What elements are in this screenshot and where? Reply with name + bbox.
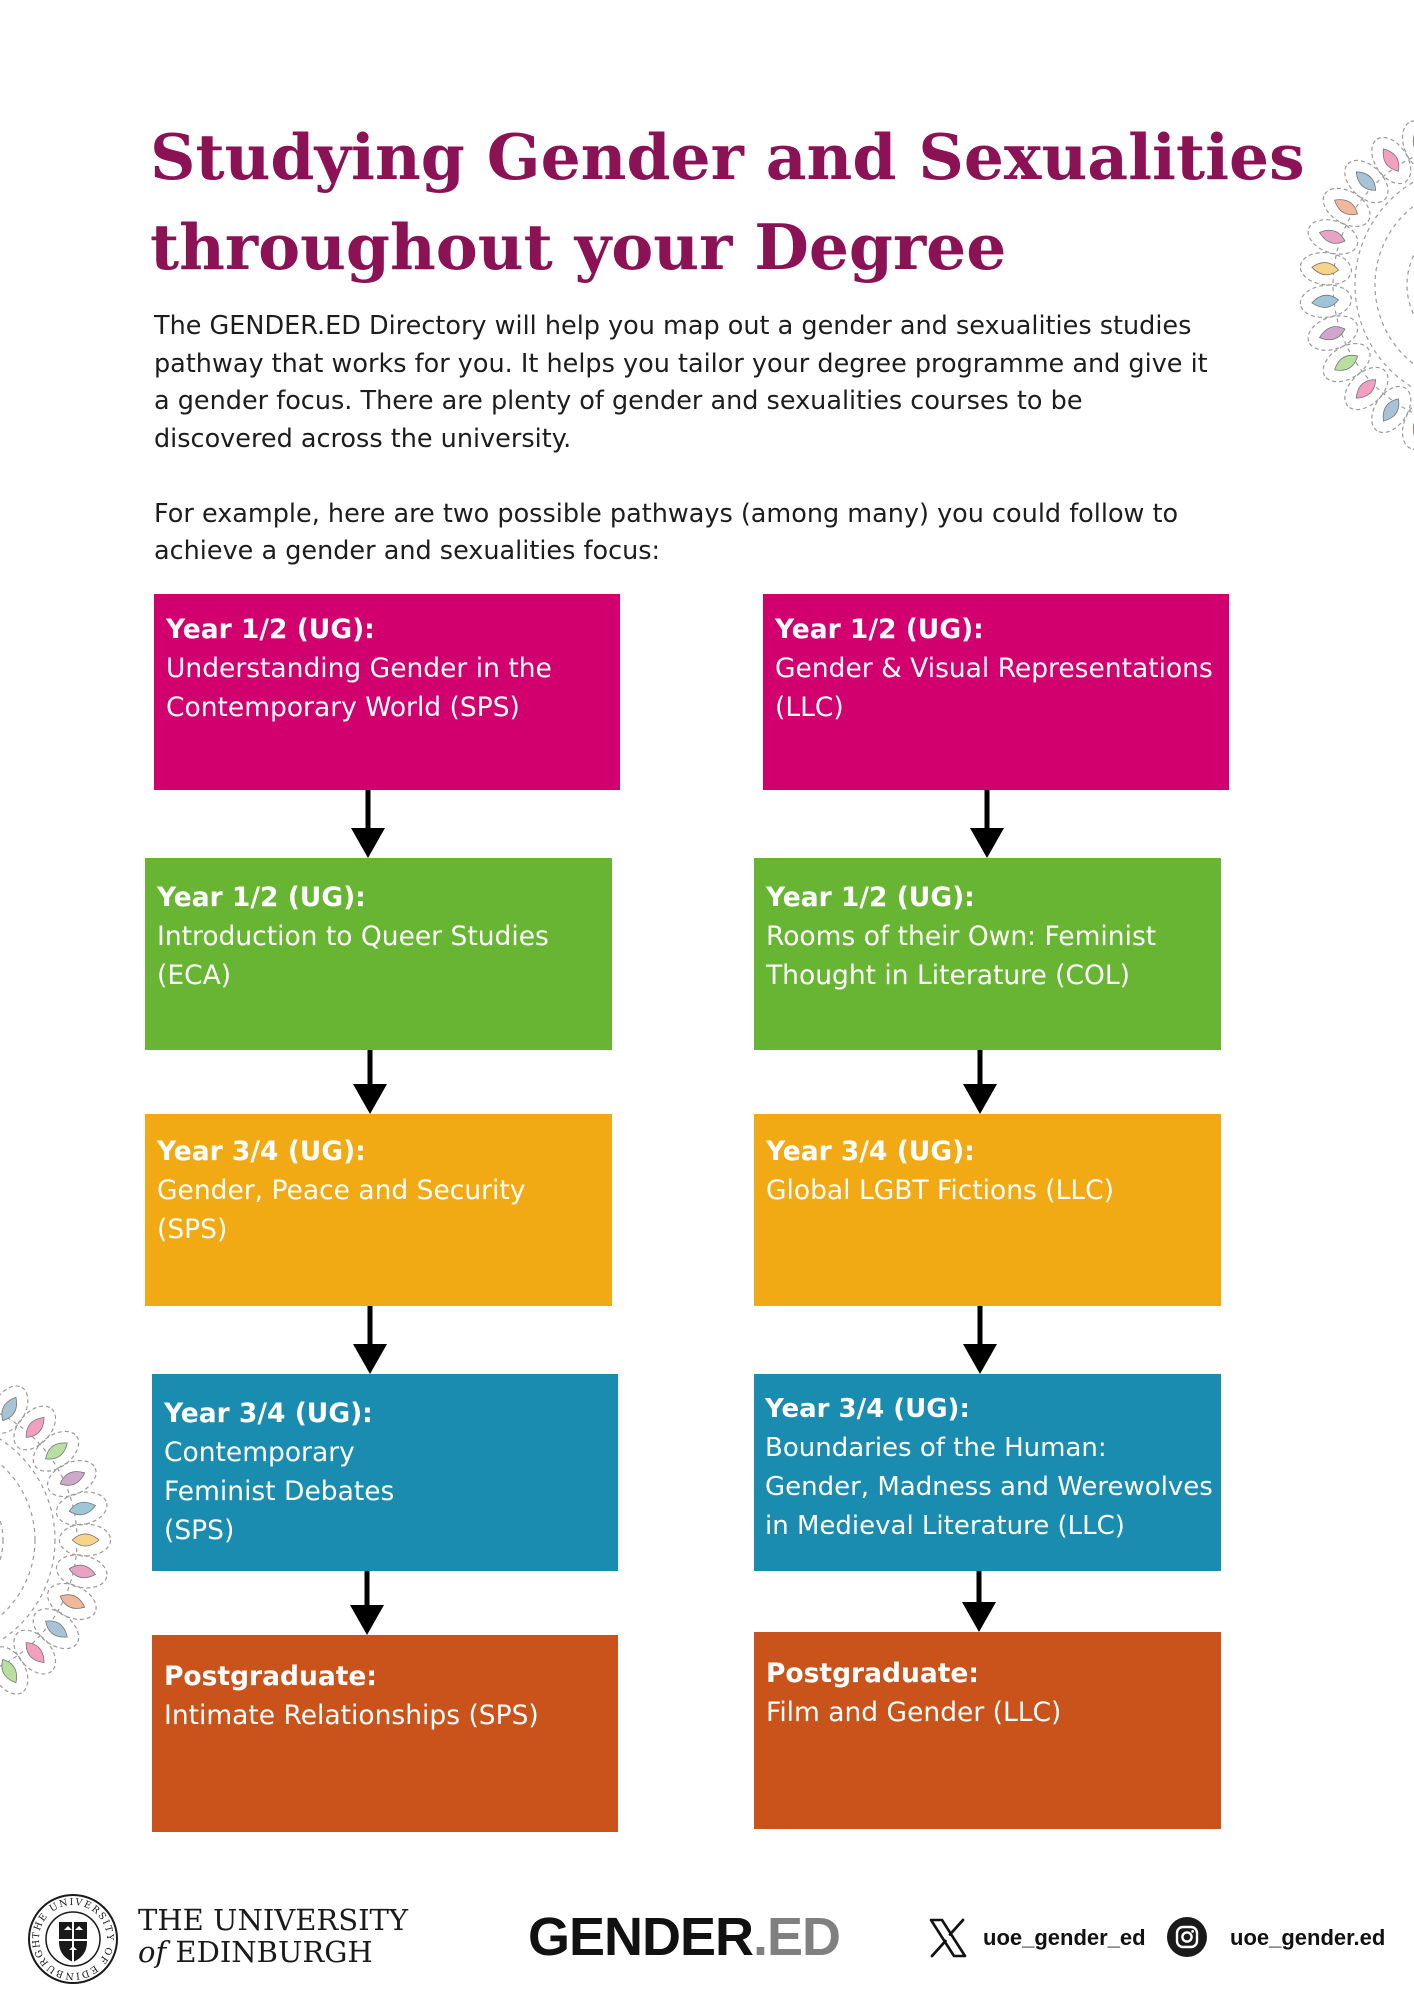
university-name-of: of xyxy=(138,1935,167,1969)
left-arrow-3-down-icon xyxy=(353,1306,387,1374)
left-pathway-step-5: Postgraduate: Intimate Relationships (SP… xyxy=(152,1635,618,1832)
step-course-name: Contemporary Feminist Debates (SPS) xyxy=(164,1437,395,1546)
left-pathway-step-4: Year 3/4 (UG): Contemporary Feminist Deb… xyxy=(152,1374,618,1571)
step-year-label: Year 1/2 (UG): xyxy=(766,882,975,913)
instagram-handle[interactable]: uoe_gender.ed xyxy=(1230,1925,1386,1950)
step-course-name: Gender & Visual Representations (LLC) xyxy=(775,653,1213,723)
right-arrow-1-down-icon xyxy=(970,790,1004,858)
step-year-label: Year 3/4 (UG): xyxy=(766,1136,975,1167)
step-course-name: Global LGBT Fictions (LLC) xyxy=(766,1175,1114,1206)
step-year-label: Postgraduate: xyxy=(164,1661,377,1692)
university-name-edinburgh: EDINBURGH xyxy=(175,1935,373,1969)
x-handle[interactable]: uoe_gender_ed xyxy=(983,1925,1146,1950)
right-arrow-2-down-icon xyxy=(963,1050,997,1114)
right-arrow-4-down-icon xyxy=(962,1571,996,1632)
page-title-line-2: throughout your Degree xyxy=(150,210,1007,284)
intro-paragraph-1: The GENDER.ED Directory will help you ma… xyxy=(154,311,1208,454)
step-course-name: Rooms of their Own: Feminist Thought in … xyxy=(766,921,1157,991)
x-logo-icon[interactable] xyxy=(928,1918,968,1958)
step-year-label: Year 1/2 (UG): xyxy=(166,614,375,645)
university-name-line-2: of EDINBURGH xyxy=(138,1936,408,1968)
step-course-name: Gender, Peace and Security (SPS) xyxy=(157,1175,526,1245)
step-year-label: Year 3/4 (UG): xyxy=(765,1394,970,1424)
intro-paragraph-2: For example, here are two possible pathw… xyxy=(154,498,1179,567)
left-pathway-step-1: Year 1/2 (UG): Understanding Gender in t… xyxy=(154,594,620,790)
step-year-label: Postgraduate: xyxy=(766,1658,979,1689)
right-pathway-step-3: Year 3/4 (UG): Global LGBT Fictions (LLC… xyxy=(754,1114,1221,1306)
right-arrow-3-down-icon xyxy=(963,1306,997,1374)
step-year-label: Year 3/4 (UG): xyxy=(157,1136,366,1167)
step-course-name: Understanding Gender in the Contemporary… xyxy=(166,653,552,723)
instagram-icon[interactable] xyxy=(1166,1916,1208,1958)
step-year-label: Year 1/2 (UG): xyxy=(157,882,366,913)
left-arrow-4-down-icon xyxy=(350,1571,384,1635)
logo-ed-text: .ED xyxy=(753,1907,841,1967)
right-pathway-step-1: Year 1/2 (UG): Gender & Visual Represent… xyxy=(763,594,1229,790)
left-pathway-step-2: Year 1/2 (UG): Introduction to Queer Stu… xyxy=(145,858,612,1050)
right-pathway-step-5: Postgraduate: Film and Gender (LLC) xyxy=(754,1632,1221,1829)
step-course-name: Intimate Relationships (SPS) xyxy=(164,1700,539,1731)
gender-ed-logo: GENDER.ED xyxy=(528,1906,841,1968)
step-year-label: Year 1/2 (UG): xyxy=(775,614,984,645)
university-name-line-1: THE UNIVERSITY xyxy=(138,1903,409,1937)
step-course-name: Film and Gender (LLC) xyxy=(766,1697,1062,1728)
left-arrow-2-down-icon xyxy=(353,1050,387,1114)
step-course-name: Introduction to Queer Studies (ECA) xyxy=(157,921,549,991)
intro-text: The GENDER.ED Directory will help you ma… xyxy=(154,308,1214,571)
left-pathway-step-3: Year 3/4 (UG): Gender, Peace and Securit… xyxy=(145,1114,612,1306)
university-name: THE UNIVERSITY of EDINBURGH xyxy=(138,1904,408,1968)
step-course-name: Boundaries of the Human: Gender, Madness… xyxy=(765,1433,1213,1541)
page-title: Studying Gender and Sexualities througho… xyxy=(150,112,1350,292)
page-title-line-1: Studying Gender and Sexualities xyxy=(150,120,1305,194)
step-year-label: Year 3/4 (UG): xyxy=(164,1398,373,1429)
right-pathway-step-4: Year 3/4 (UG): Boundaries of the Human: … xyxy=(754,1374,1221,1571)
decorative-petal-pattern-bottom-left xyxy=(0,1385,112,1695)
left-arrow-1-down-icon xyxy=(351,790,385,858)
university-seal-icon: THE UNIVERSITY OF EDINBURGH xyxy=(28,1894,118,1984)
decorative-petal-pattern-top-right xyxy=(1299,120,1414,450)
right-pathway-step-2: Year 1/2 (UG): Rooms of their Own: Femin… xyxy=(754,858,1221,1050)
logo-gender-text: GENDER xyxy=(528,1907,754,1967)
